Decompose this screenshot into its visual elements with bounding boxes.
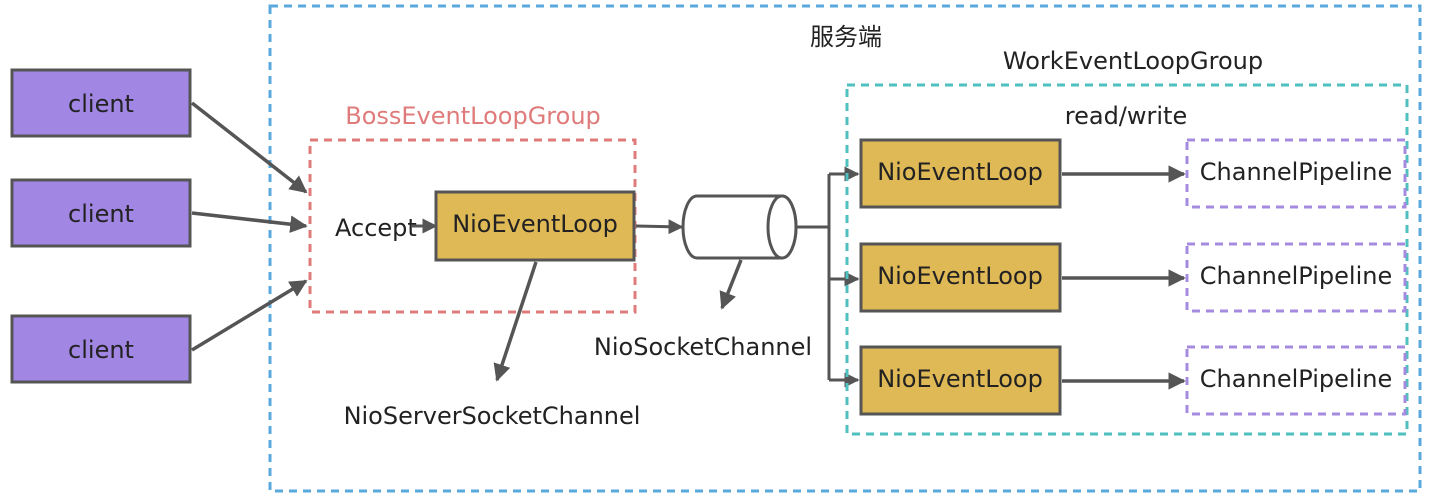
work-event-loop-label-2: NioEventLoop xyxy=(877,262,1043,290)
arrow-client-1-accept xyxy=(190,101,308,194)
socket-channel-label: NioSocketChannel xyxy=(594,333,812,361)
client-label-3: client xyxy=(68,336,134,364)
boss-event-loop-box xyxy=(434,190,636,262)
work-event-loop-label-1: NioEventLoop xyxy=(877,158,1043,186)
pipeline-label-3: ChannelPipeline xyxy=(1200,365,1392,393)
work-event-loop-box-2 xyxy=(859,242,1062,313)
arrow-client-3-accept xyxy=(191,279,308,352)
work-event-loop-label-3: NioEventLoop xyxy=(877,365,1043,393)
pipeline-box-2 xyxy=(1185,242,1407,313)
server-socket-channel-label: NioServerSocketChannel xyxy=(344,402,641,430)
work-event-loop-box-3 xyxy=(859,345,1062,416)
client-box-1 xyxy=(10,68,192,138)
work-group-title: WorkEventLoopGroup xyxy=(1003,47,1263,75)
work-op-label: read/write xyxy=(1065,102,1187,130)
client-label-1: client xyxy=(68,90,134,118)
pipeline-box-3 xyxy=(1185,345,1407,416)
arrow-client-2-accept xyxy=(191,211,308,233)
client-box-3 xyxy=(10,314,192,384)
server-container xyxy=(268,4,1422,493)
arrow-cylinder-label xyxy=(719,259,743,310)
boss-group-title: BossEventLoopGroup xyxy=(345,102,601,130)
accept-label: Accept xyxy=(335,214,417,242)
pipeline-box-1 xyxy=(1185,138,1407,209)
client-label-2: client xyxy=(68,200,134,228)
arrow-eventloop-channel xyxy=(635,219,684,235)
work-event-loop-box-1 xyxy=(859,138,1062,209)
arrow-eventloop-serverchannel xyxy=(493,261,538,382)
boss-event-loop-label: NioEventLoop xyxy=(452,210,618,238)
pipeline-label-2: ChannelPipeline xyxy=(1200,262,1392,290)
server-title: 服务端 xyxy=(810,23,882,51)
client-box-2 xyxy=(10,178,192,248)
work-group-container xyxy=(845,83,1409,436)
socket-channel-cylinder xyxy=(681,194,798,260)
pipeline-label-1: ChannelPipeline xyxy=(1200,158,1392,186)
